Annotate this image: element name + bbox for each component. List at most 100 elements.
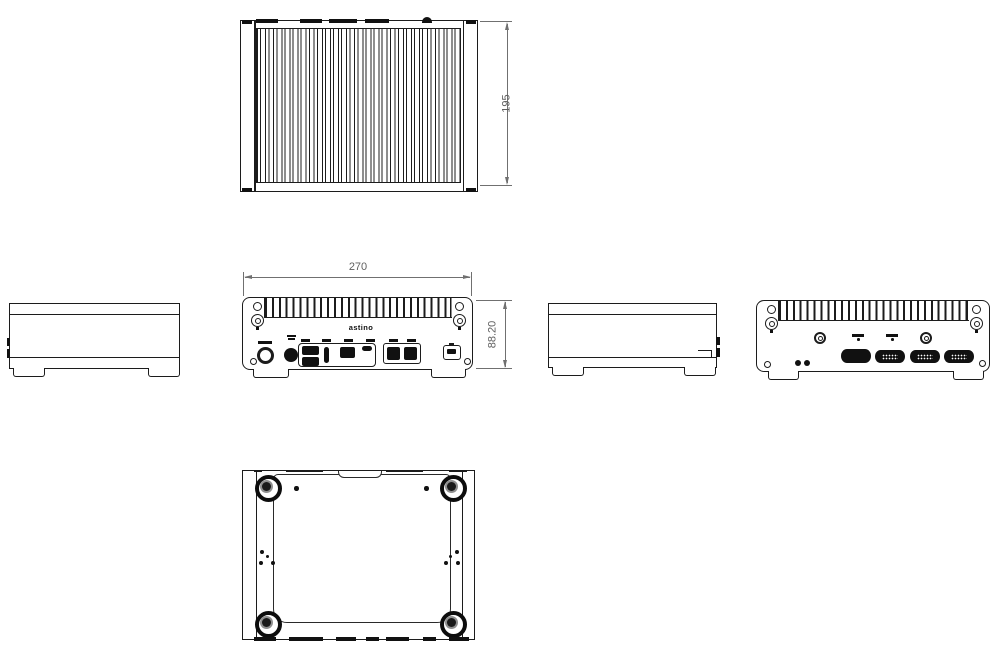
serial-port-icon (944, 350, 974, 363)
bottom-edge-port-mark (366, 637, 379, 641)
port-label-mark (857, 338, 860, 341)
mounting-hole-icon (972, 305, 981, 314)
side-top-seam (549, 314, 716, 316)
top-edge-port-mark (300, 19, 322, 23)
mount-hole-icon (271, 561, 275, 565)
mount-hole-icon (260, 550, 264, 554)
dual-usb-icon (383, 343, 421, 364)
dimension-label-88-20: 88.20 (486, 320, 499, 349)
bottom-edge-port-mark (423, 637, 436, 641)
protruding-connector-mark (716, 348, 720, 357)
rubber-foot-icon (254, 474, 282, 502)
foot (13, 368, 45, 377)
device-port-icon (443, 342, 461, 360)
rubber-foot-icon (439, 610, 467, 638)
mount-hole-icon (266, 555, 269, 558)
top-view-left-seam (254, 21, 256, 191)
corner-tab-icon (466, 20, 476, 24)
usb-port-icon (403, 346, 417, 360)
foot (253, 369, 289, 378)
vga-port-icon (841, 349, 871, 363)
top-edge-port-mark (256, 19, 278, 23)
edge-mark (286, 470, 323, 472)
usb-port-icon (340, 347, 355, 358)
audio-jack-icon (362, 346, 372, 351)
dc-jack-icon (284, 348, 298, 362)
dimension-label-270: 270 (348, 261, 368, 273)
bottom-edge-port-mark (254, 637, 276, 641)
bottom-edge-port-mark (336, 637, 356, 641)
rubber-foot-icon (254, 610, 282, 638)
protruding-connector-mark (7, 349, 10, 358)
bottom-edge-port-mark (449, 637, 469, 641)
foot (431, 369, 466, 378)
heatsink-fins-rear (779, 301, 969, 321)
mounting-hole-icon (455, 302, 464, 311)
power-button-icon (257, 347, 274, 364)
foot (768, 371, 799, 380)
port-label-mark (891, 338, 894, 341)
screw-hole-icon (294, 486, 299, 491)
dc-label-mark (288, 338, 295, 340)
foot (552, 367, 584, 376)
card-slot-icon (324, 347, 329, 363)
foot (148, 368, 180, 377)
heatsink-fins-top (256, 28, 461, 183)
mount-hole-icon (455, 550, 459, 554)
side-bottom-seam (549, 356, 716, 358)
dimension-label-195: 195 (500, 94, 513, 113)
top-edge-port-mark (329, 19, 357, 23)
bottom-right-seam (461, 471, 463, 639)
top-view-right-seam (462, 21, 464, 191)
corner-screw-icon (764, 361, 771, 368)
protruding-connector-mark (7, 338, 10, 346)
corner-tab-icon (466, 188, 476, 192)
serial-port-icon (910, 350, 940, 363)
serial-port-icon (875, 350, 905, 363)
mounting-hole-icon (767, 305, 776, 314)
corner-tab-icon (242, 20, 252, 24)
port-label-mark (852, 334, 864, 337)
right-side-view (548, 303, 720, 368)
access-panel (273, 474, 451, 623)
antenna-hole-icon (920, 332, 932, 344)
bottom-left-seam (256, 471, 258, 639)
corner-screw-icon (250, 358, 257, 365)
side-bottom-seam (10, 357, 179, 359)
rubber-foot-icon (439, 474, 467, 502)
port-label-mark (407, 339, 416, 342)
screw-hole-icon (424, 486, 429, 491)
edge-mark (449, 470, 467, 472)
power-label-mark (258, 341, 272, 344)
heatsink-fins-front (265, 298, 452, 318)
antenna-hole-icon (814, 332, 826, 344)
audio-jack-icon (795, 360, 801, 366)
edge-mark (254, 470, 262, 472)
left-side-view (7, 303, 180, 369)
front-view: astino (242, 297, 473, 370)
corner-screw-icon (464, 358, 471, 365)
mount-hole-icon (259, 561, 263, 565)
port-label-mark (886, 334, 898, 337)
dc-label-mark (287, 335, 296, 337)
corner-tab-icon (242, 188, 252, 192)
top-view (240, 17, 478, 192)
usb-port-icon (387, 346, 400, 360)
corner-screw-icon (979, 360, 986, 367)
mounting-hole-icon (253, 302, 262, 311)
brand-logo: astino (348, 323, 374, 332)
port-label-mark (301, 339, 310, 342)
mount-hole-icon (456, 561, 460, 565)
rear-view (756, 300, 990, 372)
port-label-mark (389, 339, 398, 342)
antenna-bump-icon (422, 17, 432, 23)
bottom-edge-port-mark (386, 637, 409, 641)
foot (953, 371, 984, 380)
edge-mark (386, 470, 423, 472)
audio-jack-icon (804, 360, 810, 366)
foot (684, 367, 716, 376)
bottom-edge-port-mark (289, 637, 323, 641)
panel-corner-mark (711, 350, 712, 357)
bottom-view (242, 470, 475, 641)
port-label-mark (344, 339, 353, 342)
